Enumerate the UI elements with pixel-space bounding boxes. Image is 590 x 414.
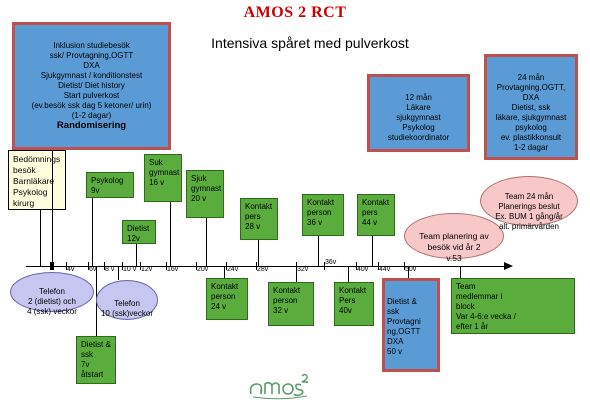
psykolog-9v-box: Psykolog 9v — [86, 172, 134, 198]
connector-line — [258, 240, 259, 266]
timeline-tick — [122, 262, 123, 270]
timeline-tick-label: 20v — [197, 266, 209, 273]
timeline-tick-label: 36v — [325, 259, 337, 266]
month12-box: 12 mån Läkare sjukgymnast Psykolog studi… — [367, 74, 470, 152]
kontakt-32v-box: Kontakt person 32 v — [268, 282, 314, 326]
team-block-box: Team medlemmar i block Var 4-6:e vecka /… — [451, 278, 575, 334]
timeline-tick — [88, 262, 89, 270]
connector-line — [170, 202, 171, 266]
team-planning-ellipse: Team planering av besök vid år 2 v.53 — [404, 213, 504, 263]
timeline-tick — [356, 262, 357, 270]
timeline-tick — [226, 262, 227, 270]
amos-logo-graphic — [249, 373, 308, 400]
timeline-tick-label: 40v — [357, 266, 369, 273]
connector-line — [118, 266, 119, 280]
timeline-axis — [26, 266, 506, 267]
timeline-tick-label: 24v — [227, 266, 239, 273]
connector-line — [460, 266, 461, 278]
month12-text: 12 mån Läkare sjukgymnast Psykolog studi… — [387, 93, 450, 142]
kontakt-40v-box: Kontakt Pers 40v — [334, 282, 374, 326]
team-24-text: Team 24 mån Planerings beslut Ex. BUM 1 … — [495, 192, 563, 231]
diagram-title: AMOS 2 RCT — [243, 4, 347, 21]
randomization-label: Randomisering — [56, 120, 127, 131]
connector-line — [408, 266, 409, 282]
timeline-tick — [378, 262, 379, 270]
timeline-tick-label: 12v — [141, 266, 153, 273]
connector-line — [52, 150, 53, 266]
connector-line — [206, 218, 207, 266]
kontakt-44v-box: Kontakt pers 44 v — [357, 194, 395, 236]
timeline-tick-label: 10 v — [123, 266, 137, 273]
connector-line — [136, 244, 137, 266]
inclusion-text: Inklusion studiebesök ssk/ Provtagning,O… — [31, 41, 152, 120]
telefon-2-4-text: Telefon 2 (dietist) och 4 (ssk) veckor — [27, 287, 77, 316]
timeline-tick — [104, 262, 105, 270]
dietist-50v-box: Dietist & ssk Provtagni ng,OGTT DXA 50 v — [382, 278, 440, 372]
timeline-tick-label: 50v — [405, 266, 417, 273]
amos-logo — [245, 370, 315, 400]
timeline-tick-label: 6v — [89, 266, 97, 273]
team-24-ellipse: Team 24 mån Planerings beslut Ex. BUM 1 … — [480, 176, 578, 231]
kontakt-24v-box: Kontakt person 24 v — [206, 278, 248, 320]
month24-text: 24 mån Provtagning,OGTT, DXA Dietist, ss… — [495, 73, 567, 152]
telefon-10-ellipse: Telefon 10 (ssk)veckor — [96, 280, 158, 320]
timeline-tick — [166, 262, 167, 270]
connector-line — [92, 198, 93, 266]
telefon-10-text: Telefon 10 (ssk)veckor — [100, 299, 153, 318]
timeline-tick — [140, 262, 141, 270]
timeline-tick — [404, 262, 405, 270]
timeline-tick-label: 16v — [167, 266, 179, 273]
timeline-arrowhead — [504, 262, 513, 270]
timeline-marker — [50, 262, 54, 270]
timeline-tick — [296, 262, 297, 270]
month24-box: 24 mån Provtagning,OGTT, DXA Dietist, ss… — [484, 54, 578, 160]
timeline-tick-label: 8 v — [105, 266, 115, 273]
connector-line — [40, 210, 41, 266]
timeline-tick-label: 32v — [297, 266, 309, 273]
telefon-2-4-ellipse: Telefon 2 (dietist) och 4 (ssk) veckor — [10, 272, 94, 316]
timeline-tick — [196, 262, 197, 270]
dietist-12v-box: Dietist 12v — [122, 220, 156, 244]
sjukgymnast-20v-box: Sjuk gymnast 20 v — [186, 170, 224, 218]
timeline-tick — [256, 262, 257, 270]
sukgymnast-16v-box: Suk gymnast 16 v — [144, 154, 182, 202]
kontakt-36v-box: Kontakt person 36 v — [302, 194, 344, 236]
team-planning-text: Team planering av besök vid år 2 v.53 — [419, 231, 489, 263]
connector-line — [372, 236, 373, 266]
timeline-tick-label: 44v — [379, 266, 391, 273]
assessment-box: Bedömnings besök Barnläkare Psykolog kir… — [8, 150, 66, 210]
inclusion-box: Inklusion studiebesök ssk/ Provtagning,O… — [12, 22, 171, 150]
dietist-50v-text: Dietist & ssk Provtagni ng,OGTT DXA 50 v — [387, 297, 421, 356]
kontakt-28v-box: Kontakt pers 28 v — [240, 198, 278, 240]
connector-line — [296, 266, 297, 282]
connector-line — [318, 236, 319, 266]
timeline-tick — [66, 262, 67, 270]
timeline-tick-label: 4v — [67, 266, 75, 273]
connector-line — [348, 266, 349, 282]
timeline-tick-label: 28v — [257, 266, 269, 273]
connector-line — [224, 266, 225, 278]
timeline-tick — [324, 262, 325, 270]
dietist-7v-box: Dietist & ssk 7v åtstart — [76, 336, 116, 384]
diagram-subtitle: Intensiva spåret med pulverkost — [211, 35, 409, 51]
